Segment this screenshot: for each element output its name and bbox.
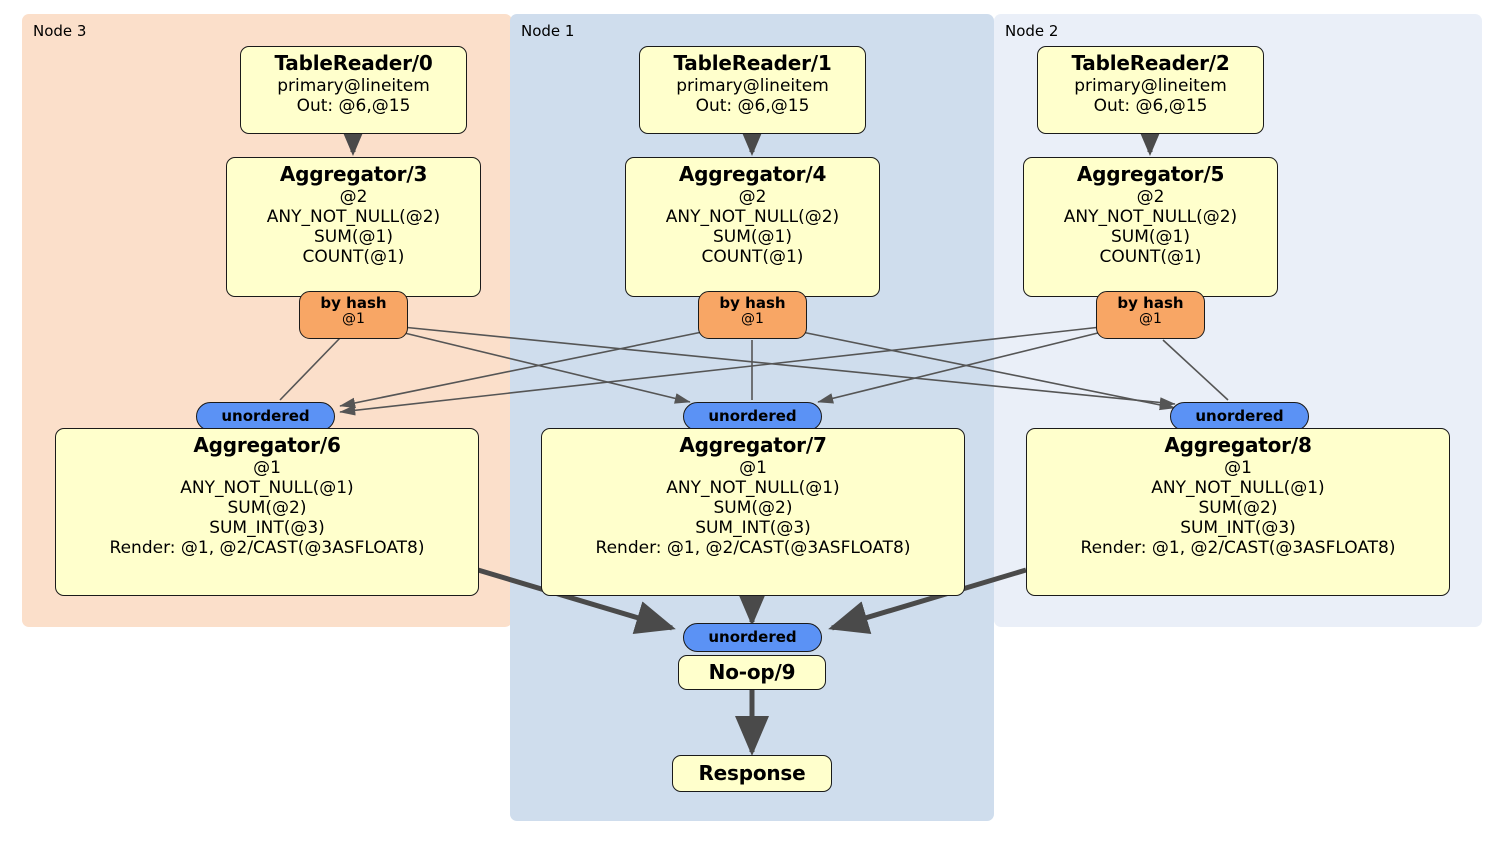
processor-output-columns: Out: @6,@15 xyxy=(296,95,411,116)
processor-agg-2: SUM(@2) xyxy=(227,497,307,518)
processor-title: TableReader/1 xyxy=(673,51,832,75)
processor-group-cols: @1 xyxy=(1224,457,1252,478)
processor-group-cols: @1 xyxy=(739,457,767,478)
processor-aggregator-8[interactable]: Aggregator/8 @1 ANY_NOT_NULL(@1) SUM(@2)… xyxy=(1026,428,1450,596)
processor-table-reader-1[interactable]: TableReader/1 primary@lineitem Out: @6,@… xyxy=(639,46,866,134)
processor-agg-2: SUM(@1) xyxy=(314,226,393,247)
input-synchronizer-unordered-final[interactable]: unordered xyxy=(683,623,822,652)
processor-title: Response xyxy=(698,760,806,785)
processor-agg-2: SUM(@1) xyxy=(1111,226,1190,247)
router-type-label: by hash xyxy=(719,294,786,312)
processor-title: Aggregator/5 xyxy=(1076,162,1225,186)
input-synchronizer-unordered-2[interactable]: unordered xyxy=(1170,402,1309,431)
processor-agg-3: SUM_INT(@3) xyxy=(1180,517,1296,538)
processor-agg-3: COUNT(@1) xyxy=(701,246,804,267)
synchronizer-label: unordered xyxy=(708,407,797,426)
node-panel-label-node2: Node 2 xyxy=(1005,22,1059,40)
processor-title: Aggregator/8 xyxy=(1164,433,1312,457)
processor-source: primary@lineitem xyxy=(676,75,829,96)
processor-agg-1: ANY_NOT_NULL(@2) xyxy=(1063,206,1238,227)
output-router-by-hash-2[interactable]: by hash @1 xyxy=(1096,291,1205,339)
processor-agg-2: SUM(@1) xyxy=(713,226,792,247)
processor-title: No-op/9 xyxy=(708,659,796,684)
synchronizer-label: unordered xyxy=(221,407,310,426)
processor-agg-1: ANY_NOT_NULL(@1) xyxy=(180,477,354,498)
processor-aggregator-6[interactable]: Aggregator/6 @1 ANY_NOT_NULL(@1) SUM(@2)… xyxy=(55,428,479,596)
processor-agg-3: SUM_INT(@3) xyxy=(209,517,325,538)
router-type-label: by hash xyxy=(320,294,387,312)
processor-output-columns: Out: @6,@15 xyxy=(1093,95,1208,116)
router-hash-column: @1 xyxy=(342,310,365,327)
processor-agg-1: ANY_NOT_NULL(@1) xyxy=(666,477,840,498)
processor-agg-3: COUNT(@1) xyxy=(302,246,405,267)
router-hash-column: @1 xyxy=(1139,310,1162,327)
node-panel-label-node3: Node 3 xyxy=(33,22,87,40)
processor-no-op-9[interactable]: No-op/9 xyxy=(678,655,826,690)
synchronizer-label: unordered xyxy=(708,628,797,647)
processor-render: Render: @1, @2/CAST(@3ASFLOAT8) xyxy=(1080,537,1396,558)
input-synchronizer-unordered-1[interactable]: unordered xyxy=(683,402,822,431)
processor-title: Aggregator/4 xyxy=(678,162,827,186)
processor-source: primary@lineitem xyxy=(1074,75,1227,96)
output-router-by-hash-0[interactable]: by hash @1 xyxy=(299,291,408,339)
processor-agg-3: COUNT(@1) xyxy=(1099,246,1202,267)
processor-agg-3: SUM_INT(@3) xyxy=(695,517,811,538)
processor-output-columns: Out: @6,@15 xyxy=(695,95,810,116)
router-type-label: by hash xyxy=(1117,294,1184,312)
processor-aggregator-4[interactable]: Aggregator/4 @2 ANY_NOT_NULL(@2) SUM(@1)… xyxy=(625,157,880,297)
router-hash-column: @1 xyxy=(741,310,764,327)
processor-title: Aggregator/3 xyxy=(279,162,428,186)
processor-group-cols: @2 xyxy=(339,186,368,207)
processor-title: Aggregator/7 xyxy=(679,433,827,457)
synchronizer-label: unordered xyxy=(1195,407,1284,426)
processor-agg-2: SUM(@2) xyxy=(1198,497,1278,518)
processor-group-cols: @2 xyxy=(738,186,767,207)
output-router-by-hash-1[interactable]: by hash @1 xyxy=(698,291,807,339)
processor-group-cols: @2 xyxy=(1136,186,1165,207)
processor-aggregator-5[interactable]: Aggregator/5 @2 ANY_NOT_NULL(@2) SUM(@1)… xyxy=(1023,157,1278,297)
input-synchronizer-unordered-0[interactable]: unordered xyxy=(196,402,335,431)
processor-agg-1: ANY_NOT_NULL(@2) xyxy=(665,206,840,227)
processor-title: Aggregator/6 xyxy=(193,433,341,457)
processor-title: TableReader/0 xyxy=(274,51,433,75)
processor-source: primary@lineitem xyxy=(277,75,430,96)
processor-group-cols: @1 xyxy=(253,457,281,478)
node-panel-label-node1: Node 1 xyxy=(521,22,575,40)
processor-response[interactable]: Response xyxy=(672,755,832,792)
processor-agg-1: ANY_NOT_NULL(@2) xyxy=(266,206,441,227)
processor-title: TableReader/2 xyxy=(1071,51,1230,75)
processor-table-reader-2[interactable]: TableReader/2 primary@lineitem Out: @6,@… xyxy=(1037,46,1264,134)
processor-aggregator-3[interactable]: Aggregator/3 @2 ANY_NOT_NULL(@2) SUM(@1)… xyxy=(226,157,481,297)
processor-render: Render: @1, @2/CAST(@3ASFLOAT8) xyxy=(109,537,425,558)
processor-render: Render: @1, @2/CAST(@3ASFLOAT8) xyxy=(595,537,911,558)
processor-aggregator-7[interactable]: Aggregator/7 @1 ANY_NOT_NULL(@1) SUM(@2)… xyxy=(541,428,965,596)
processor-agg-1: ANY_NOT_NULL(@1) xyxy=(1151,477,1325,498)
processor-agg-2: SUM(@2) xyxy=(713,497,793,518)
processor-table-reader-0[interactable]: TableReader/0 primary@lineitem Out: @6,@… xyxy=(240,46,467,134)
